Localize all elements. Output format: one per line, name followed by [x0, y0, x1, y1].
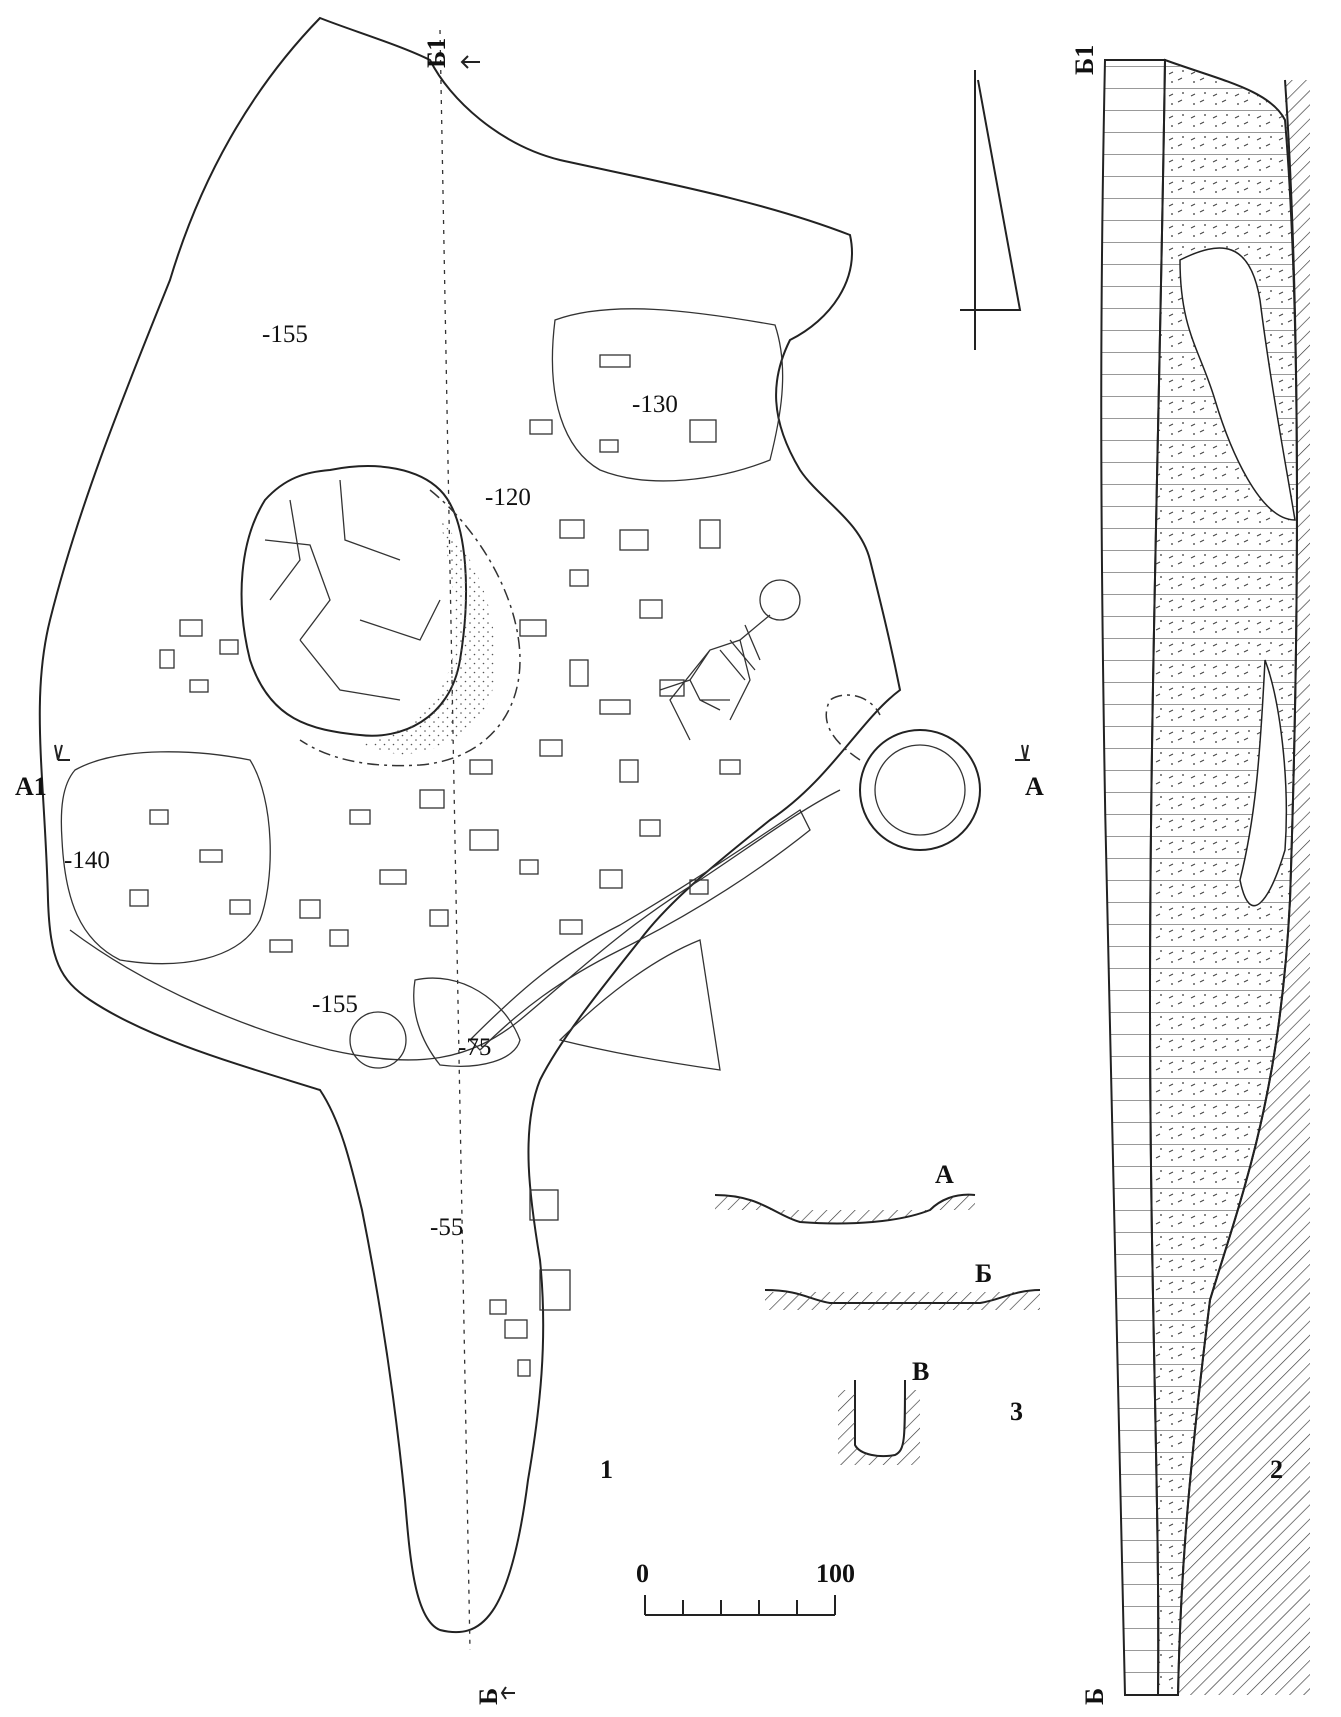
- profile-lens-upper: [1179, 247, 1296, 521]
- annex-outline: [558, 939, 721, 1071]
- profile-subsoil-hatch: [1178, 80, 1310, 1695]
- small-profiles: [714, 1193, 1041, 1465]
- scale-label-start: 0: [636, 1559, 649, 1588]
- section-line-b: [439, 29, 471, 1651]
- profile-lens-lower: [1239, 659, 1288, 907]
- profile-v-line: [854, 1379, 906, 1458]
- trench-outline: [469, 809, 811, 1051]
- hearth-dots: [360, 520, 496, 755]
- scale-bar: [644, 1595, 836, 1616]
- stone-fragments: [129, 354, 741, 1377]
- pit-140: [60, 751, 271, 965]
- figure-number-1: 1: [600, 1455, 613, 1484]
- small-pit: [349, 1011, 407, 1069]
- skeleton: [659, 579, 801, 741]
- profile-section: [1100, 58, 1310, 1696]
- depth-label-55: -55: [430, 1214, 463, 1241]
- north-arrow: [960, 70, 1022, 350]
- figure-number-2: 2: [1270, 1455, 1283, 1484]
- profile-label-a: А: [935, 1160, 954, 1189]
- section-marker-a: А: [1025, 772, 1044, 801]
- hearth-stones: [240, 465, 467, 737]
- post-pit-a: [859, 729, 981, 851]
- excavation-plan: [38, 16, 981, 1651]
- profile-marker-b1: Б1: [1070, 45, 1099, 75]
- inner-boundary: [69, 789, 841, 1061]
- depth-label-130: -130: [632, 391, 678, 418]
- pit-130: [551, 308, 784, 482]
- section-marker-a1: А1: [15, 772, 47, 801]
- section-arrows: [54, 55, 1030, 1700]
- section-marker-b1-top: Б1: [422, 38, 451, 68]
- profile-label-b: Б: [975, 1259, 992, 1288]
- scale-label-end: 100: [816, 1559, 855, 1588]
- pit-outline: [38, 16, 902, 1634]
- pit-75: [413, 977, 521, 1067]
- pit-a-annex: [825, 694, 881, 761]
- depth-label-155-bottom: -155: [312, 991, 358, 1018]
- profile-label-v: В: [912, 1357, 929, 1386]
- depth-label-120: -120: [485, 484, 531, 511]
- hearth-zone: [299, 489, 521, 767]
- depth-label-155-top: -155: [262, 321, 308, 348]
- profile-marker-b: Б: [1080, 1688, 1109, 1705]
- depth-label-75: -75: [458, 1034, 491, 1061]
- depth-label-140: -140: [64, 847, 110, 874]
- figure-number-3: 3: [1010, 1397, 1023, 1426]
- section-marker-b-bottom: Б: [474, 1688, 503, 1705]
